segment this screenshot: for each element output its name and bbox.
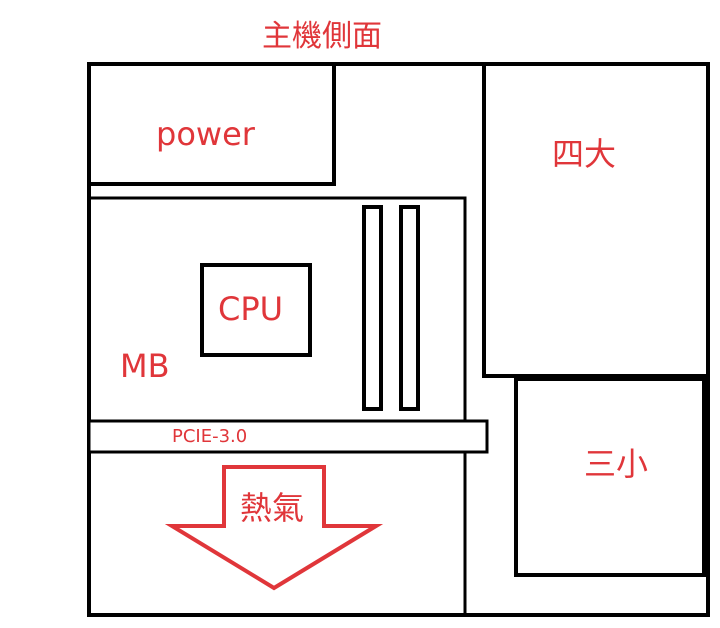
motherboard-label: MB [120,347,170,385]
small-drive-bays-label: 三小 [584,445,649,483]
pcie-label: PCIE-3.0 [172,426,248,447]
power-supply-label: power [156,115,255,153]
diagram-title: 主機側面 [262,19,382,54]
cpu-label: CPU [218,290,284,328]
heat-arrow [164,465,384,591]
ram-slot-1 [362,205,383,411]
big-drive-bays-label: 四大 [552,135,617,173]
power-supply-box [87,62,336,186]
motherboard-box [87,196,467,617]
small-drive-bays-box [514,377,706,577]
ram-slot-2 [399,205,420,411]
cpu-box [200,263,312,357]
big-drive-bays-box [482,62,710,378]
pcie-card [87,419,489,454]
heat-label: 熱氣 [240,489,305,527]
